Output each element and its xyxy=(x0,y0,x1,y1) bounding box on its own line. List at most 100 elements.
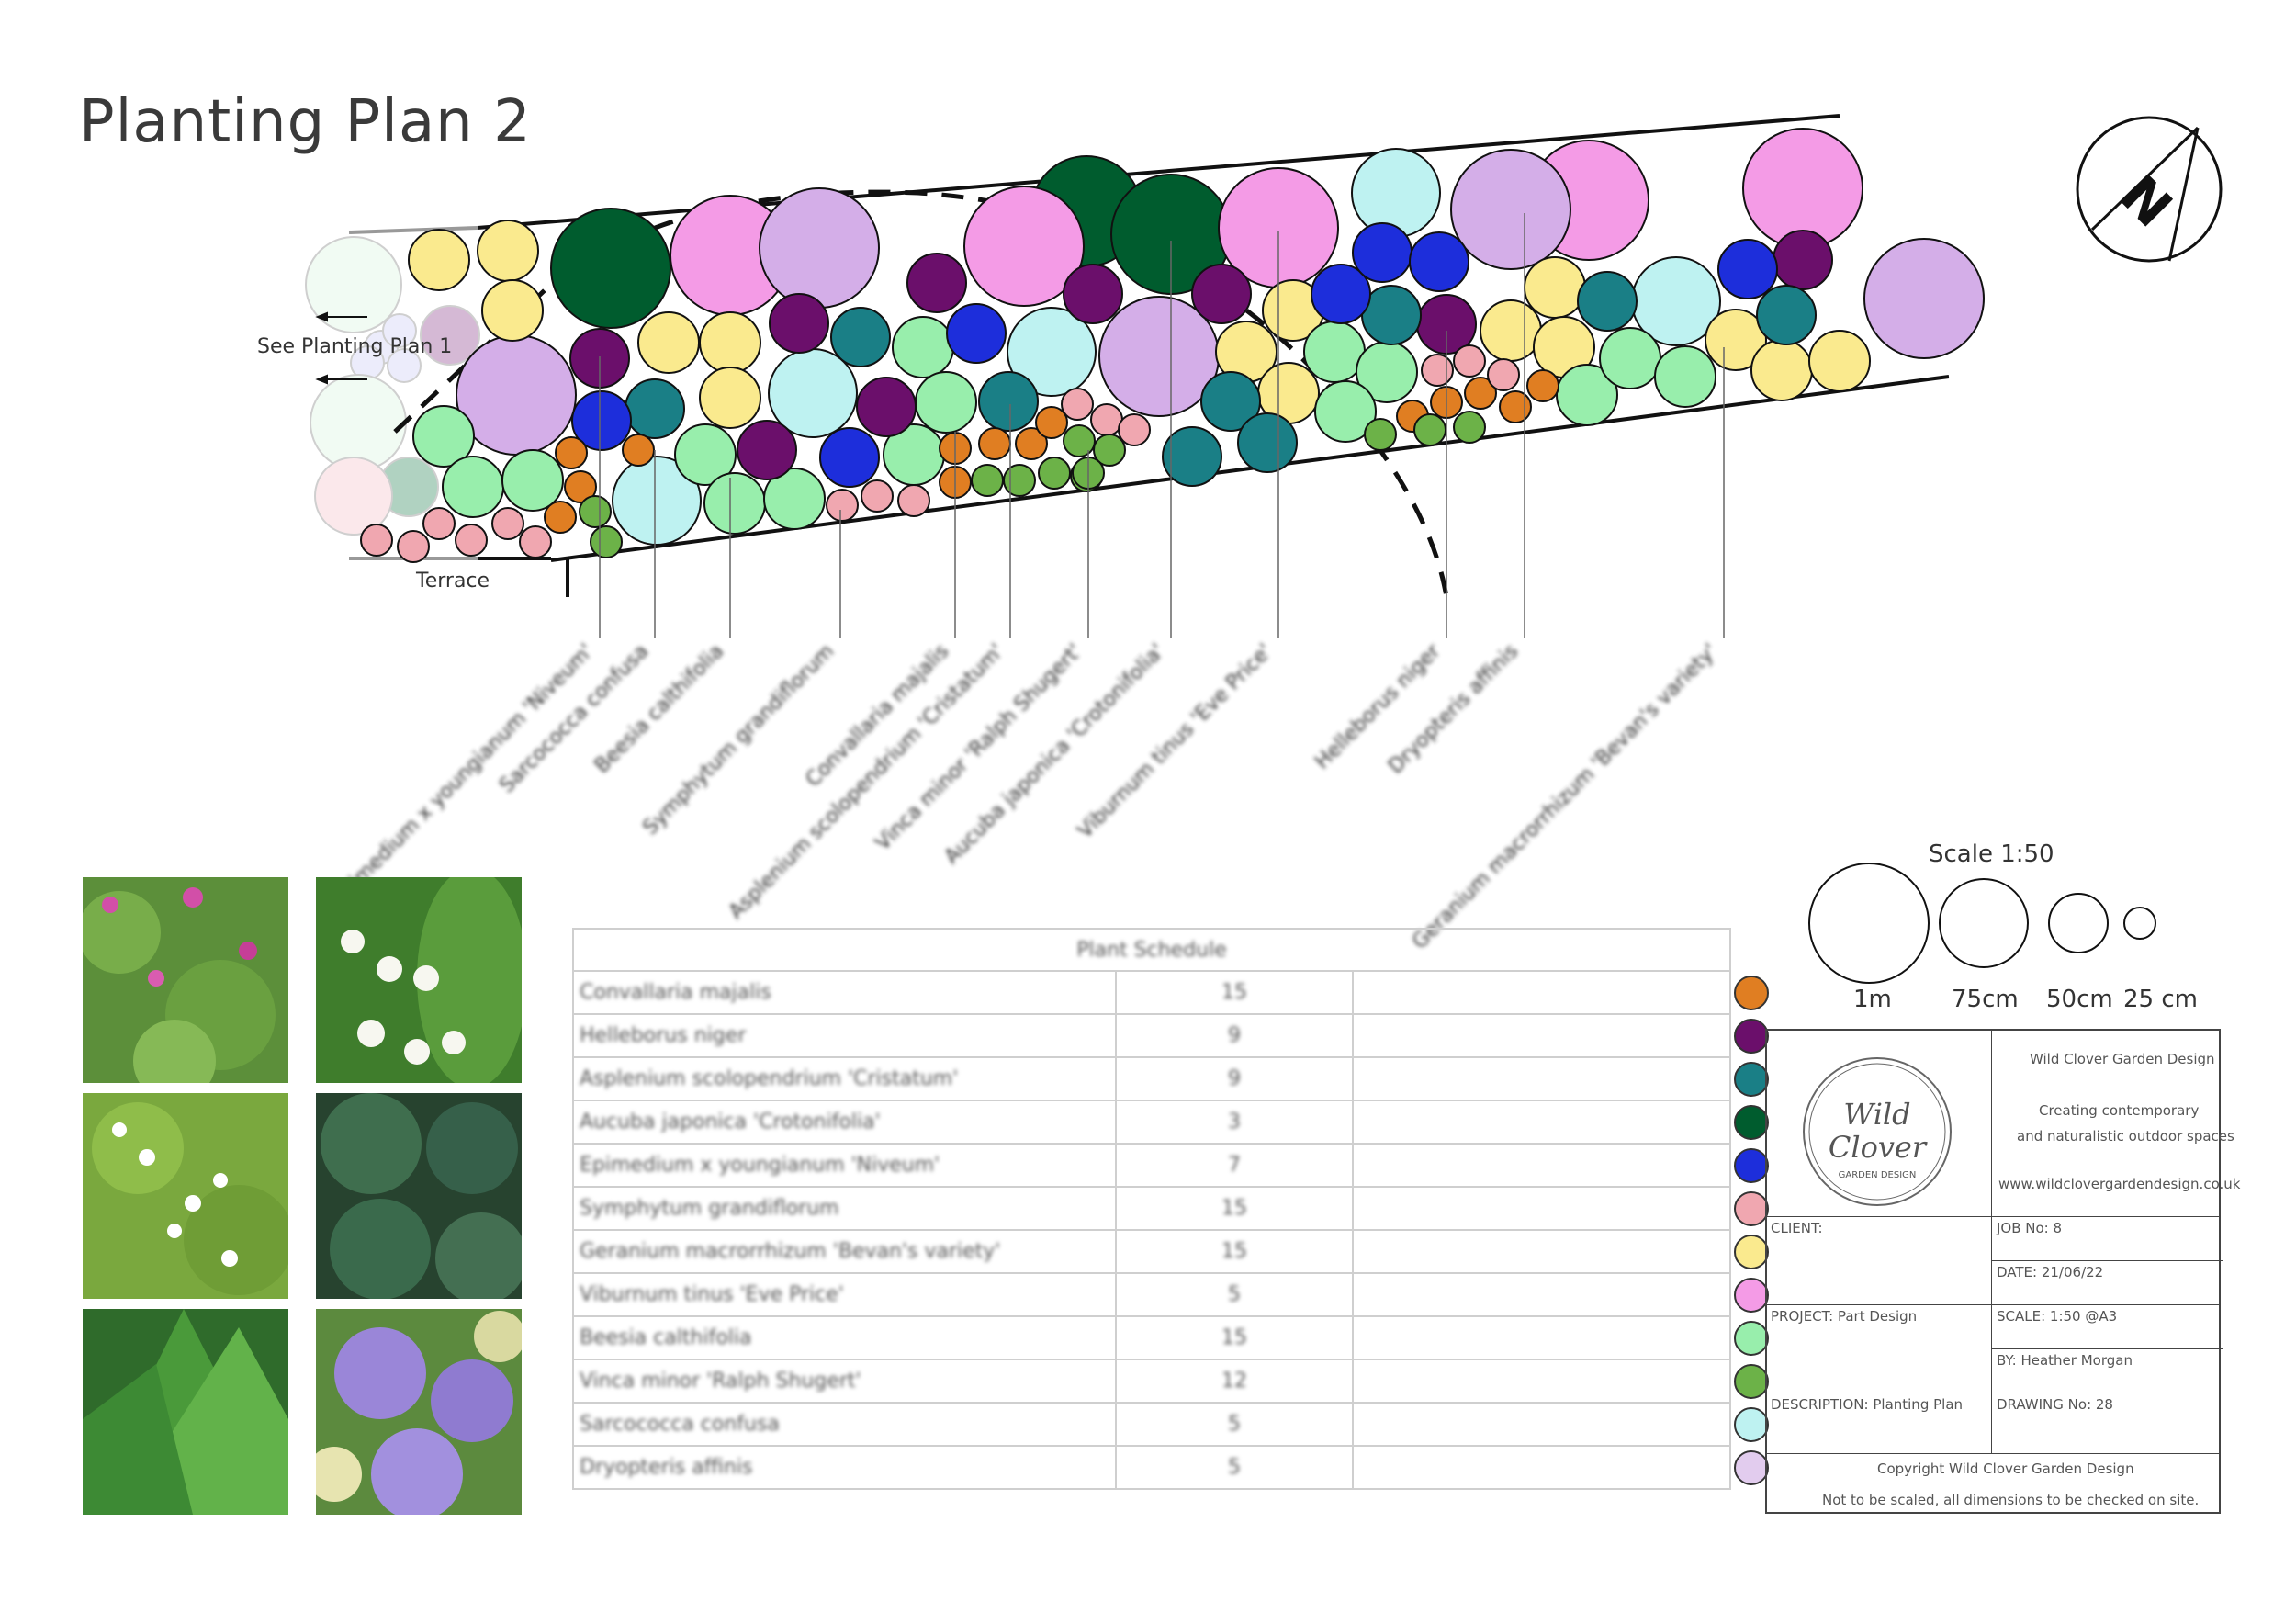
plant-name: Epimedium x youngianum 'Niveum' xyxy=(580,1154,940,1177)
drawing-no-field: DRAWING No: 28 xyxy=(1997,1396,2113,1413)
plant-circle xyxy=(759,187,880,309)
plant-circle xyxy=(571,390,632,451)
plant-circle xyxy=(1314,380,1377,443)
plant-circle xyxy=(1556,364,1618,426)
photo-vinca xyxy=(316,1309,522,1515)
plant-name: Helleborus niger xyxy=(580,1024,747,1047)
schedule-row: Epimedium x youngianum 'Niveum' 7 xyxy=(572,1143,1769,1188)
plant-color-swatch xyxy=(1733,1449,1769,1485)
description-field: DESCRIPTION: Planting Plan xyxy=(1771,1396,1964,1413)
plant-circle xyxy=(1007,307,1097,397)
plant-circle xyxy=(1464,377,1497,410)
plant-circle xyxy=(579,495,612,528)
plant-circle xyxy=(1524,256,1586,319)
plant-circle xyxy=(1311,264,1371,324)
plant-circle xyxy=(491,507,524,540)
plant-circle xyxy=(1015,427,1048,460)
plant-circle xyxy=(703,472,766,535)
plant-circle xyxy=(1453,344,1486,378)
photo-asarum xyxy=(316,1093,522,1299)
plant-circle xyxy=(1035,406,1068,439)
see-plan-label: See Planting Plan 1 xyxy=(257,335,452,358)
tagline: Creating contemporary xyxy=(2039,1102,2200,1119)
plant-name: Convallaria majalis xyxy=(580,981,771,1004)
plant-circle xyxy=(826,489,859,522)
schedule-row: Asplenium scolopendrium 'Cristatum' 9 xyxy=(572,1056,1769,1101)
plant-circle xyxy=(819,427,880,488)
plant-quantity: 7 xyxy=(1228,1154,1241,1177)
website: www.wildclovergardendesign.co.uk xyxy=(1998,1176,2241,1192)
plant-circle xyxy=(1773,230,1833,290)
plant-circle xyxy=(830,307,891,367)
svg-text:GARDEN DESIGN: GARDEN DESIGN xyxy=(1839,1170,1917,1180)
plant-circle xyxy=(408,229,470,291)
callout-label: Epimedium x youngianum 'Niveum' xyxy=(327,640,598,911)
schedule-row: Dryopteris affinis 5 xyxy=(572,1445,1769,1490)
plant-quantity: 15 xyxy=(1221,1197,1247,1220)
photo-lily-of-the-valley xyxy=(316,877,522,1083)
schedule-row: Aucuba japonica 'Crotonifolia'3 xyxy=(572,1100,1769,1145)
plant-circle xyxy=(555,436,588,469)
plant-color-swatch xyxy=(1733,1320,1769,1356)
plant-quantity: 9 xyxy=(1228,1067,1241,1090)
plant-quantity: 5 xyxy=(1228,1456,1241,1479)
plant-circle xyxy=(897,484,930,517)
plant-circle xyxy=(1237,412,1298,473)
schedule-row: Geranium macrorrhizum 'Bevan's variety'1… xyxy=(572,1229,1769,1274)
plant-circle xyxy=(590,525,623,558)
plant-circle xyxy=(769,293,829,354)
plant-quantity: 15 xyxy=(1221,1326,1247,1349)
scale-field: SCALE: 1:50 @A3 xyxy=(1997,1308,2118,1325)
page-title: Planting Plan 2 xyxy=(79,88,532,156)
plant-circle xyxy=(1717,239,1778,299)
plant-circle xyxy=(544,501,577,534)
client-field: CLIENT: xyxy=(1771,1220,1823,1236)
plant-circle xyxy=(1863,238,1985,359)
plant-circle xyxy=(1364,418,1397,451)
photo-fern xyxy=(83,1309,288,1515)
plant-circle xyxy=(699,311,761,374)
company-logo: Wild Clover GARDEN DESIGN xyxy=(1803,1057,1952,1206)
plant-circle xyxy=(477,220,539,282)
plant-circle xyxy=(1499,390,1532,423)
plant-circle xyxy=(1750,339,1813,401)
plant-circle xyxy=(1599,327,1661,389)
project-field: PROJECT: Part Design xyxy=(1771,1308,1918,1325)
plant-color-swatch xyxy=(1733,1147,1769,1183)
plant-circle xyxy=(412,405,475,468)
plant-name: Geranium macrorrhizum 'Bevan's variety' xyxy=(580,1240,1001,1263)
plant-circle xyxy=(501,449,564,512)
bed-outline-faded xyxy=(348,226,478,234)
plant-circle xyxy=(763,468,826,530)
plant-circle xyxy=(1162,426,1222,487)
plant-circle xyxy=(1090,403,1123,436)
plant-circle xyxy=(622,434,655,467)
svg-text:Clover: Clover xyxy=(1829,1130,1928,1165)
plant-color-swatch xyxy=(1733,1018,1769,1054)
plant-name: Asplenium scolopendrium 'Cristatum' xyxy=(580,1067,959,1090)
plant-color-swatch xyxy=(1733,1406,1769,1442)
plant-circle xyxy=(1421,354,1454,387)
plant-circle xyxy=(1487,358,1520,391)
plant-circle xyxy=(963,186,1085,307)
plant-circle xyxy=(1003,464,1036,497)
plant-name: Dryopteris affinis xyxy=(580,1456,753,1479)
plant-circle xyxy=(1191,264,1252,324)
plant-circle xyxy=(906,253,967,313)
svg-text:Wild: Wild xyxy=(1843,1097,1910,1132)
plant-color-swatch xyxy=(1733,1234,1769,1269)
plant-circle xyxy=(946,303,1007,364)
company-name: Wild Clover Garden Design xyxy=(2030,1051,2215,1067)
date-field: DATE: 21/06/22 xyxy=(1997,1264,2104,1280)
plant-quantity: 5 xyxy=(1228,1413,1241,1436)
title-block: Wild Clover GARDEN DESIGN Wild Clover Ga… xyxy=(1765,1029,2240,1514)
plant-color-swatch xyxy=(1733,1061,1769,1097)
plant-circle xyxy=(1480,299,1542,362)
callout-lines xyxy=(599,213,1725,638)
